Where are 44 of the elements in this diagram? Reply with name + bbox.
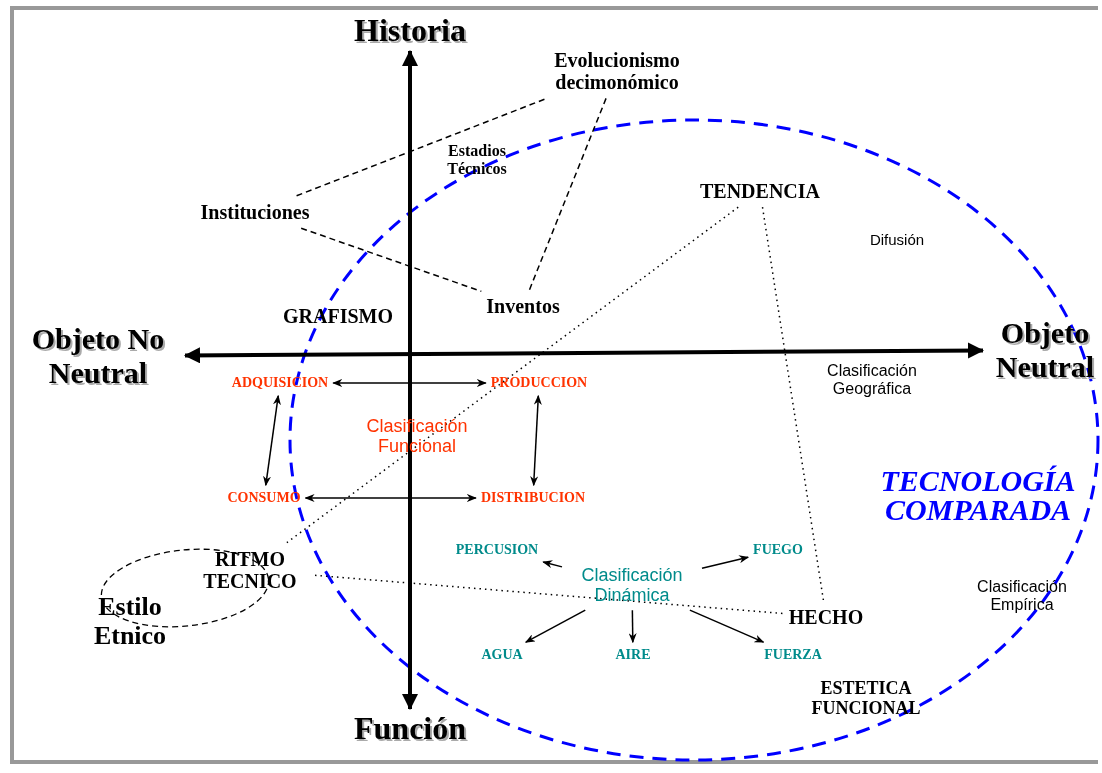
energy-label: PERCUSION — [455, 542, 539, 558]
function-label: PRODUCCION — [490, 375, 588, 391]
concept-label: Inventos — [486, 294, 560, 318]
concept-label: Difusión — [869, 231, 925, 249]
region-title: TECNOLOGÍA COMPARADA — [858, 466, 1098, 524]
concept-label: RITMO TECNICO — [190, 547, 310, 593]
axis-label: Objeto No Neutral — [13, 322, 183, 390]
arrow — [701, 555, 750, 569]
energy-label: FUEGO — [753, 542, 803, 558]
concept-label: Estadios Técnicos — [432, 142, 522, 178]
concept-label: TENDENCIA — [700, 179, 820, 203]
energy-label: AGUA — [481, 647, 523, 663]
concept-label: Estilo Etnico — [80, 591, 180, 651]
arrow — [628, 609, 637, 644]
axis-label: Función — [354, 711, 466, 747]
arrow — [530, 394, 542, 487]
concept-label: Instituciones — [200, 200, 310, 224]
arrow — [304, 494, 477, 502]
arrow — [263, 394, 281, 487]
arrow — [689, 609, 765, 643]
function-label: DISTRIBUCION — [480, 490, 586, 506]
energy-label: FUERZA — [764, 647, 822, 663]
concept-label: Clasificación Empírica — [967, 578, 1077, 614]
axis-arrow — [402, 49, 418, 711]
concept-label: Evolucionismo decimonómico — [517, 48, 717, 94]
dotted-line — [761, 206, 825, 602]
arrow — [332, 379, 487, 387]
dashed-line — [295, 97, 548, 197]
dashed-line — [300, 227, 483, 293]
arrow — [524, 609, 587, 643]
axis-label: Historia — [354, 13, 466, 49]
dotted-line — [314, 574, 785, 615]
concept-label: HECHO — [788, 605, 864, 629]
axis-arrow — [184, 342, 984, 364]
function-label: CONSUMO — [227, 490, 301, 506]
arrow — [542, 560, 563, 569]
axis-label: Objeto Neutral — [985, 316, 1102, 384]
concept-label: Clasificación Geográfica — [812, 362, 932, 398]
energy-label: AIRE — [615, 647, 651, 663]
dotted-line — [286, 206, 739, 544]
group-label: Clasificación Dinámica — [567, 564, 697, 606]
dashed-line — [528, 97, 607, 291]
function-label: ADQUISICION — [231, 375, 329, 391]
concept-label: ESTETICA FUNCIONAL — [801, 677, 931, 719]
